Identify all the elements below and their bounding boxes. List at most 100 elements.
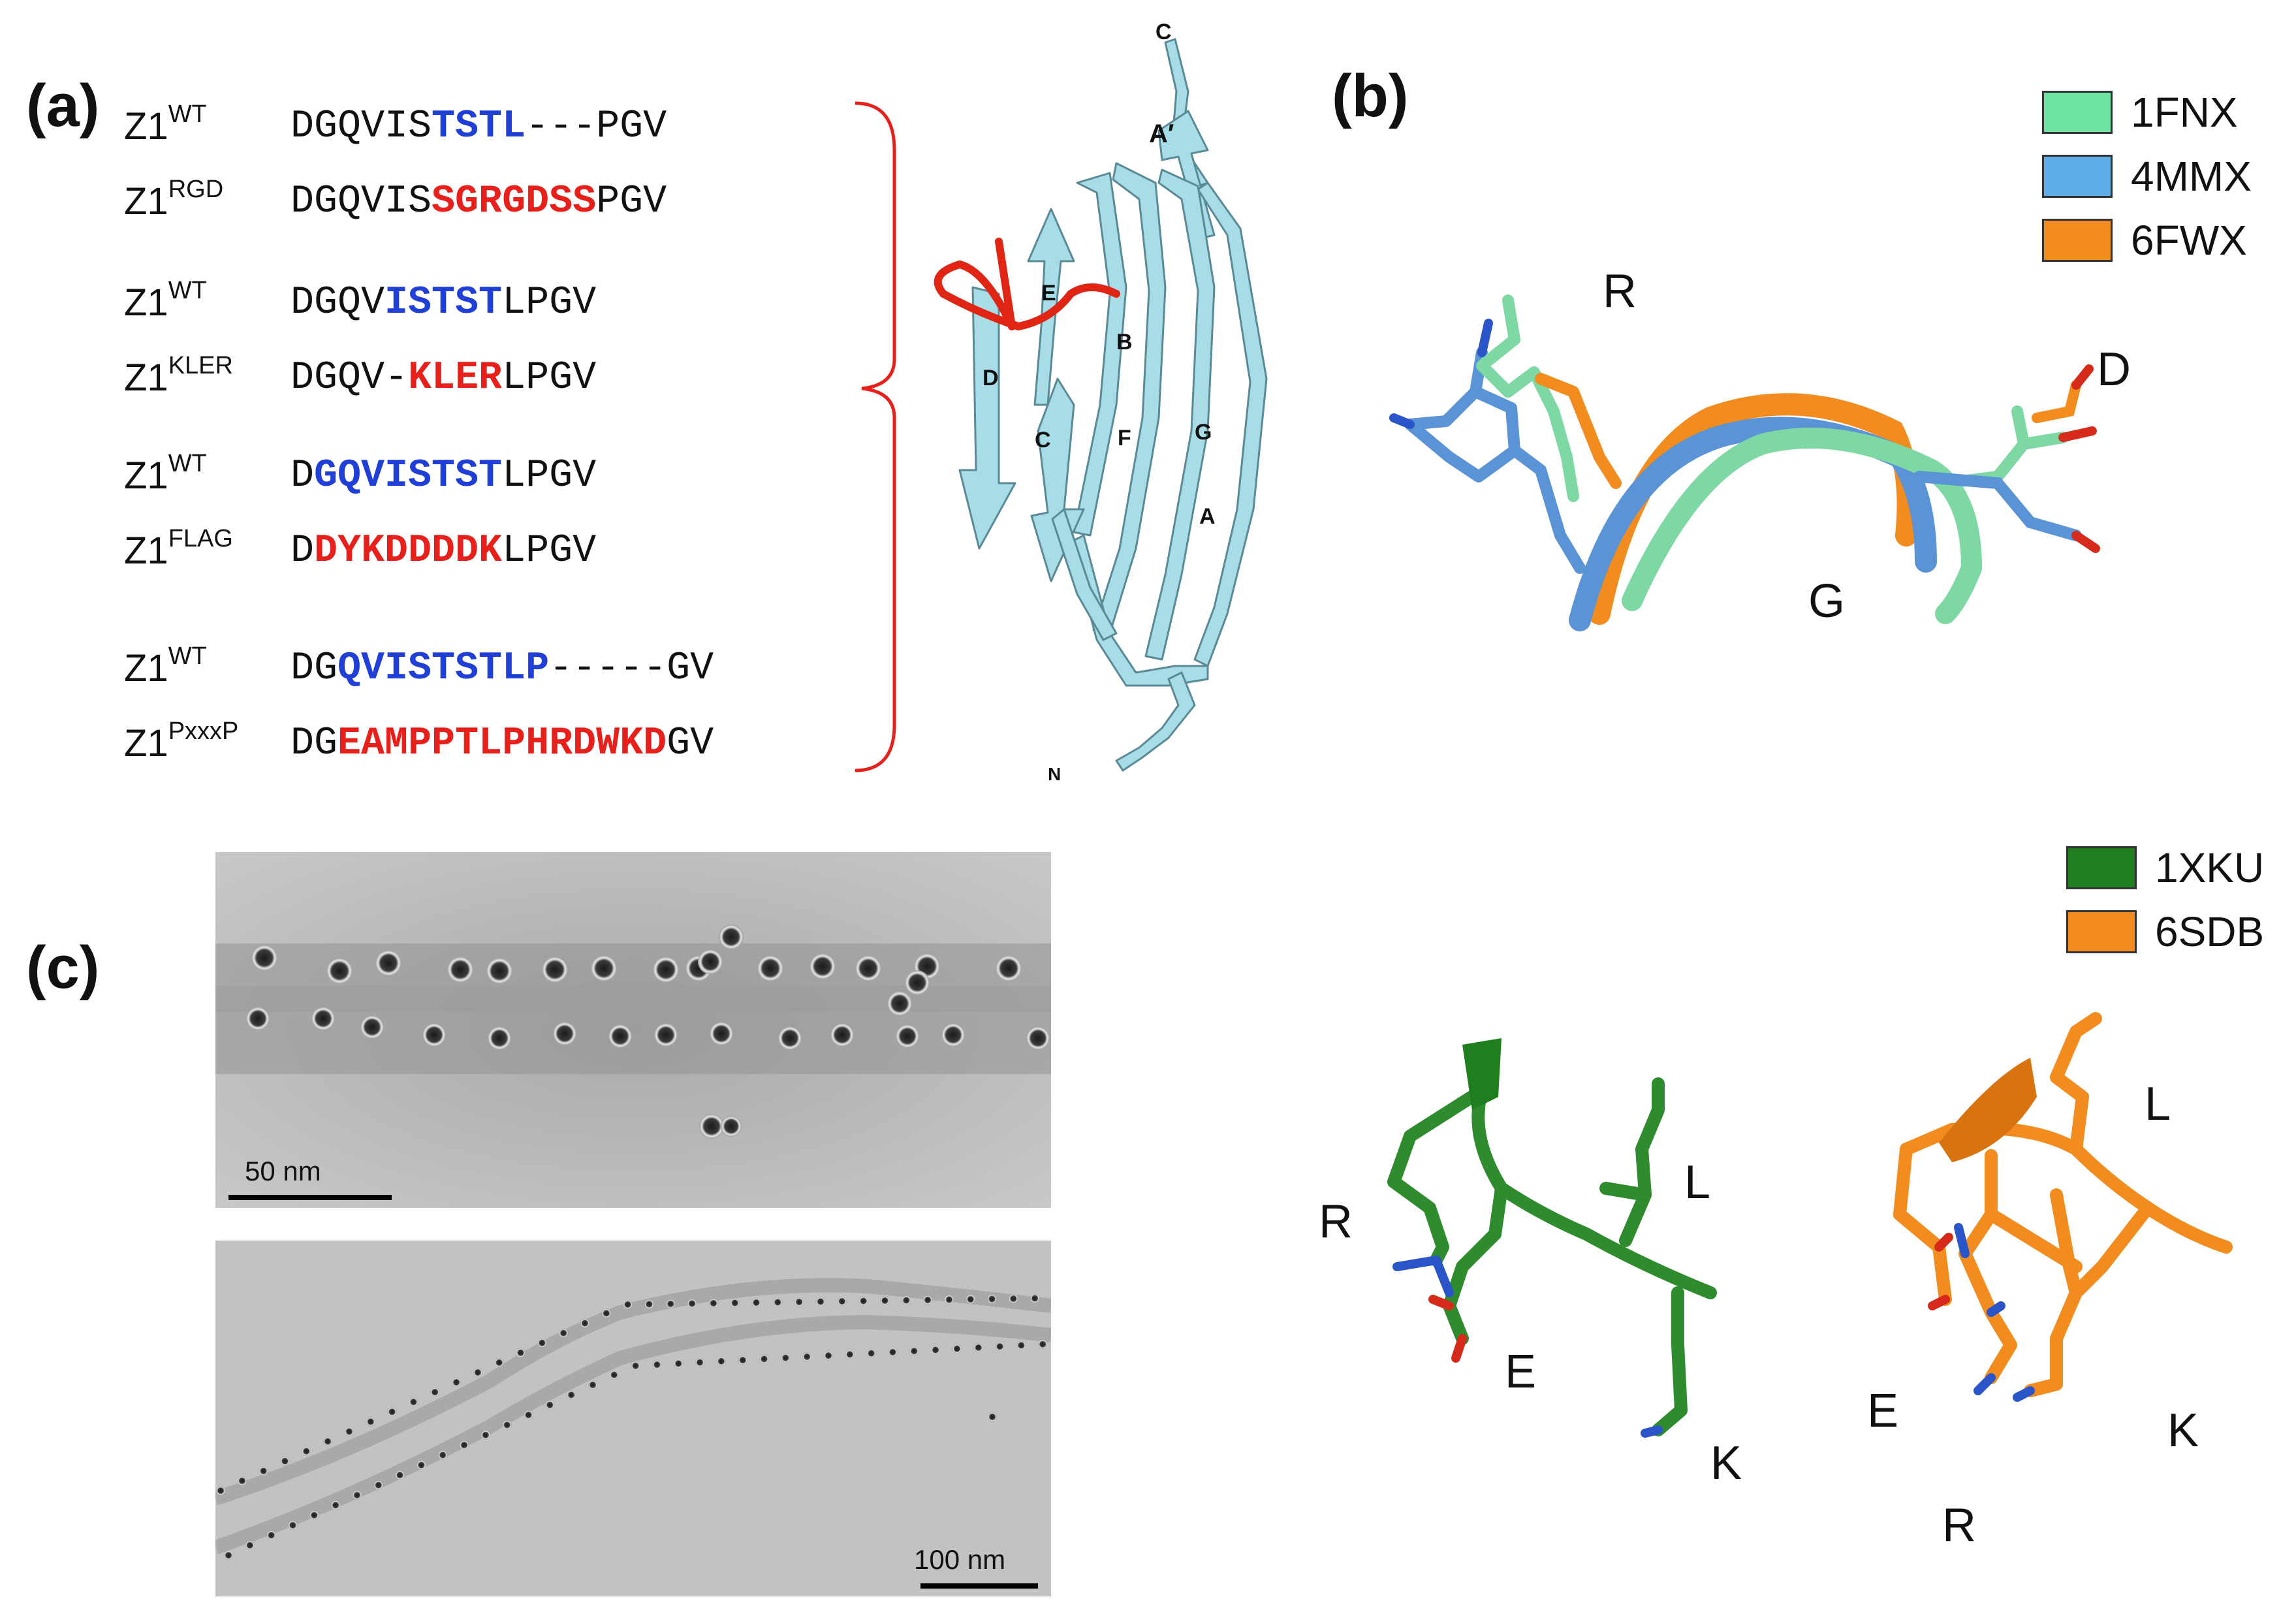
gold-nanoparticle [996,955,1022,981]
gold-nanoparticle [778,1026,802,1050]
gold-nanoparticle [987,1294,997,1304]
gold-nanoparticle [708,1298,718,1308]
green-residue-label-l: L [1684,1156,1711,1209]
sequence-segment-plain: DG [291,646,338,691]
orange-residue-label-r: R [1942,1499,1976,1551]
gold-nanoparticle [855,955,881,981]
sequence-name: Z1PxxxP [124,718,238,765]
gold-nanoparticle [695,1357,705,1367]
gold-nanoparticle [245,1540,255,1550]
sequence-segment-plain: DGQV- [291,356,409,400]
gold-nanoparticle [266,1530,276,1540]
gold-nanoparticle [730,1298,740,1308]
gold-nanoparticle [553,1022,576,1045]
gold-nanoparticle [966,1294,975,1304]
gold-nanoparticle [623,1299,633,1309]
strand-label-g: G [1195,420,1212,445]
legend-label: 1XKU [2155,844,2265,891]
gold-nanoparticle [880,1295,890,1305]
gold-nanoparticle [759,1354,769,1364]
sequence-text: DGQVISTSTLP-----GV [291,646,714,691]
green-residue-label-k: K [1710,1437,1742,1489]
sequence-name-base: Z1 [124,180,168,223]
gold-nanoparticle [988,1412,997,1421]
gold-nanoparticle [666,1299,676,1308]
gold-nanoparticle [591,955,617,981]
gold-nanoparticle [224,1551,233,1560]
strand-label-b: B [1116,330,1133,355]
scale-label-bottom: 100 nm [914,1544,1006,1575]
gold-nanoparticle [486,958,512,984]
gold-nanoparticle [311,1007,335,1030]
gold-nanoparticle [302,1446,311,1456]
sequence-segment-red: SGRGDSS [432,180,597,224]
sequence-name-superscript: FLAG [168,525,233,552]
strand-label-d: D [983,366,999,390]
legend-label: 6FWX [2131,217,2247,264]
gold-nanoparticle [995,1342,1005,1352]
gold-nanoparticle [309,1510,319,1520]
gold-nanoparticle [751,1297,761,1307]
gold-nanoparticle [952,1344,962,1354]
legend-entry: 6FWX [2042,216,2247,264]
gold-nanoparticle [387,1407,397,1417]
gold-nanoparticle [360,1015,384,1039]
strand-label-c: C [1035,428,1051,452]
gold-nanoparticle [830,1023,854,1047]
strand-label-a-prime: A′ [1149,119,1174,148]
scale-bar-top [228,1195,392,1200]
sequence-text: DGQVISSGRGDSSPGV [291,180,667,224]
gold-nanoparticle [845,1350,855,1359]
gold-nanoparticle [902,1295,911,1305]
sequence-text: DGQVISTSTL---PGV [291,104,667,149]
legend-swatch [2042,91,2113,134]
sequence-name-base: Z1 [124,530,168,572]
gold-nanoparticle [331,1500,341,1510]
gold-nanoparticle [409,1397,418,1407]
gold-nanoparticle [654,1023,678,1047]
sequence-segment-red: DYKDDDDK [314,529,503,573]
green-residue-label-r: R [1319,1196,1353,1248]
legend-label: 4MMX [2131,153,2252,200]
gold-nanoparticle [716,1356,726,1366]
residue-label-d: D [2097,343,2131,396]
residue-label-r: R [1603,265,1637,317]
sequence-segment-red: EAMPPTLPHRDWKD [338,721,667,766]
legend-label: 1FNX [2131,89,2238,136]
sequence-segment-plain: GV [667,721,714,766]
gold-nanoparticle [944,1295,954,1305]
gold-nanoparticle [931,1345,941,1355]
scale-bar-bottom [920,1583,1038,1589]
sequence-segment-plain: DGQVIS [291,180,432,224]
gold-nanoparticle [652,1360,662,1370]
sequence-segment-plain: LPGV [502,281,597,325]
green-residue-label-e: E [1505,1346,1537,1398]
gold-nanoparticle [422,1023,446,1047]
kler-structure-1xku [1387,1038,1717,1438]
sequence-segment-plain: D [291,454,315,498]
gold-nanoparticle [537,1338,547,1348]
gold-nanoparticle [344,1427,354,1436]
sequence-name-base: Z1 [124,281,168,324]
strand-label-a: A [1199,504,1216,529]
panel-label-b: (b) [1332,63,1409,129]
gold-nanoparticle [687,1299,697,1308]
gold-nanoparticle [473,1367,482,1377]
gold-nanoparticle [480,1430,490,1440]
gold-nanoparticle [888,1347,898,1357]
sequence-name-superscript: WT [168,277,207,304]
residue-label-g: G [1808,575,1846,627]
legend-entry: 1FNX [2042,88,2238,136]
gold-nanoparticle [280,1456,290,1466]
gold-nanoparticle [494,1357,504,1367]
gold-nanoparticle [757,955,783,981]
gold-nanoparticle [366,1417,375,1427]
sequence-name: Z1RGD [124,176,223,223]
gold-nanoparticle [1009,1293,1018,1303]
gold-nanoparticle [216,1486,225,1495]
legend-entry: 4MMX [2042,152,2252,200]
sequence-segment-plain: LPGV [502,529,597,573]
gold-nanoparticle [1038,1339,1048,1349]
gold-nanoparticle [246,1007,270,1030]
fn3-domain-cartoon [934,38,1268,772]
